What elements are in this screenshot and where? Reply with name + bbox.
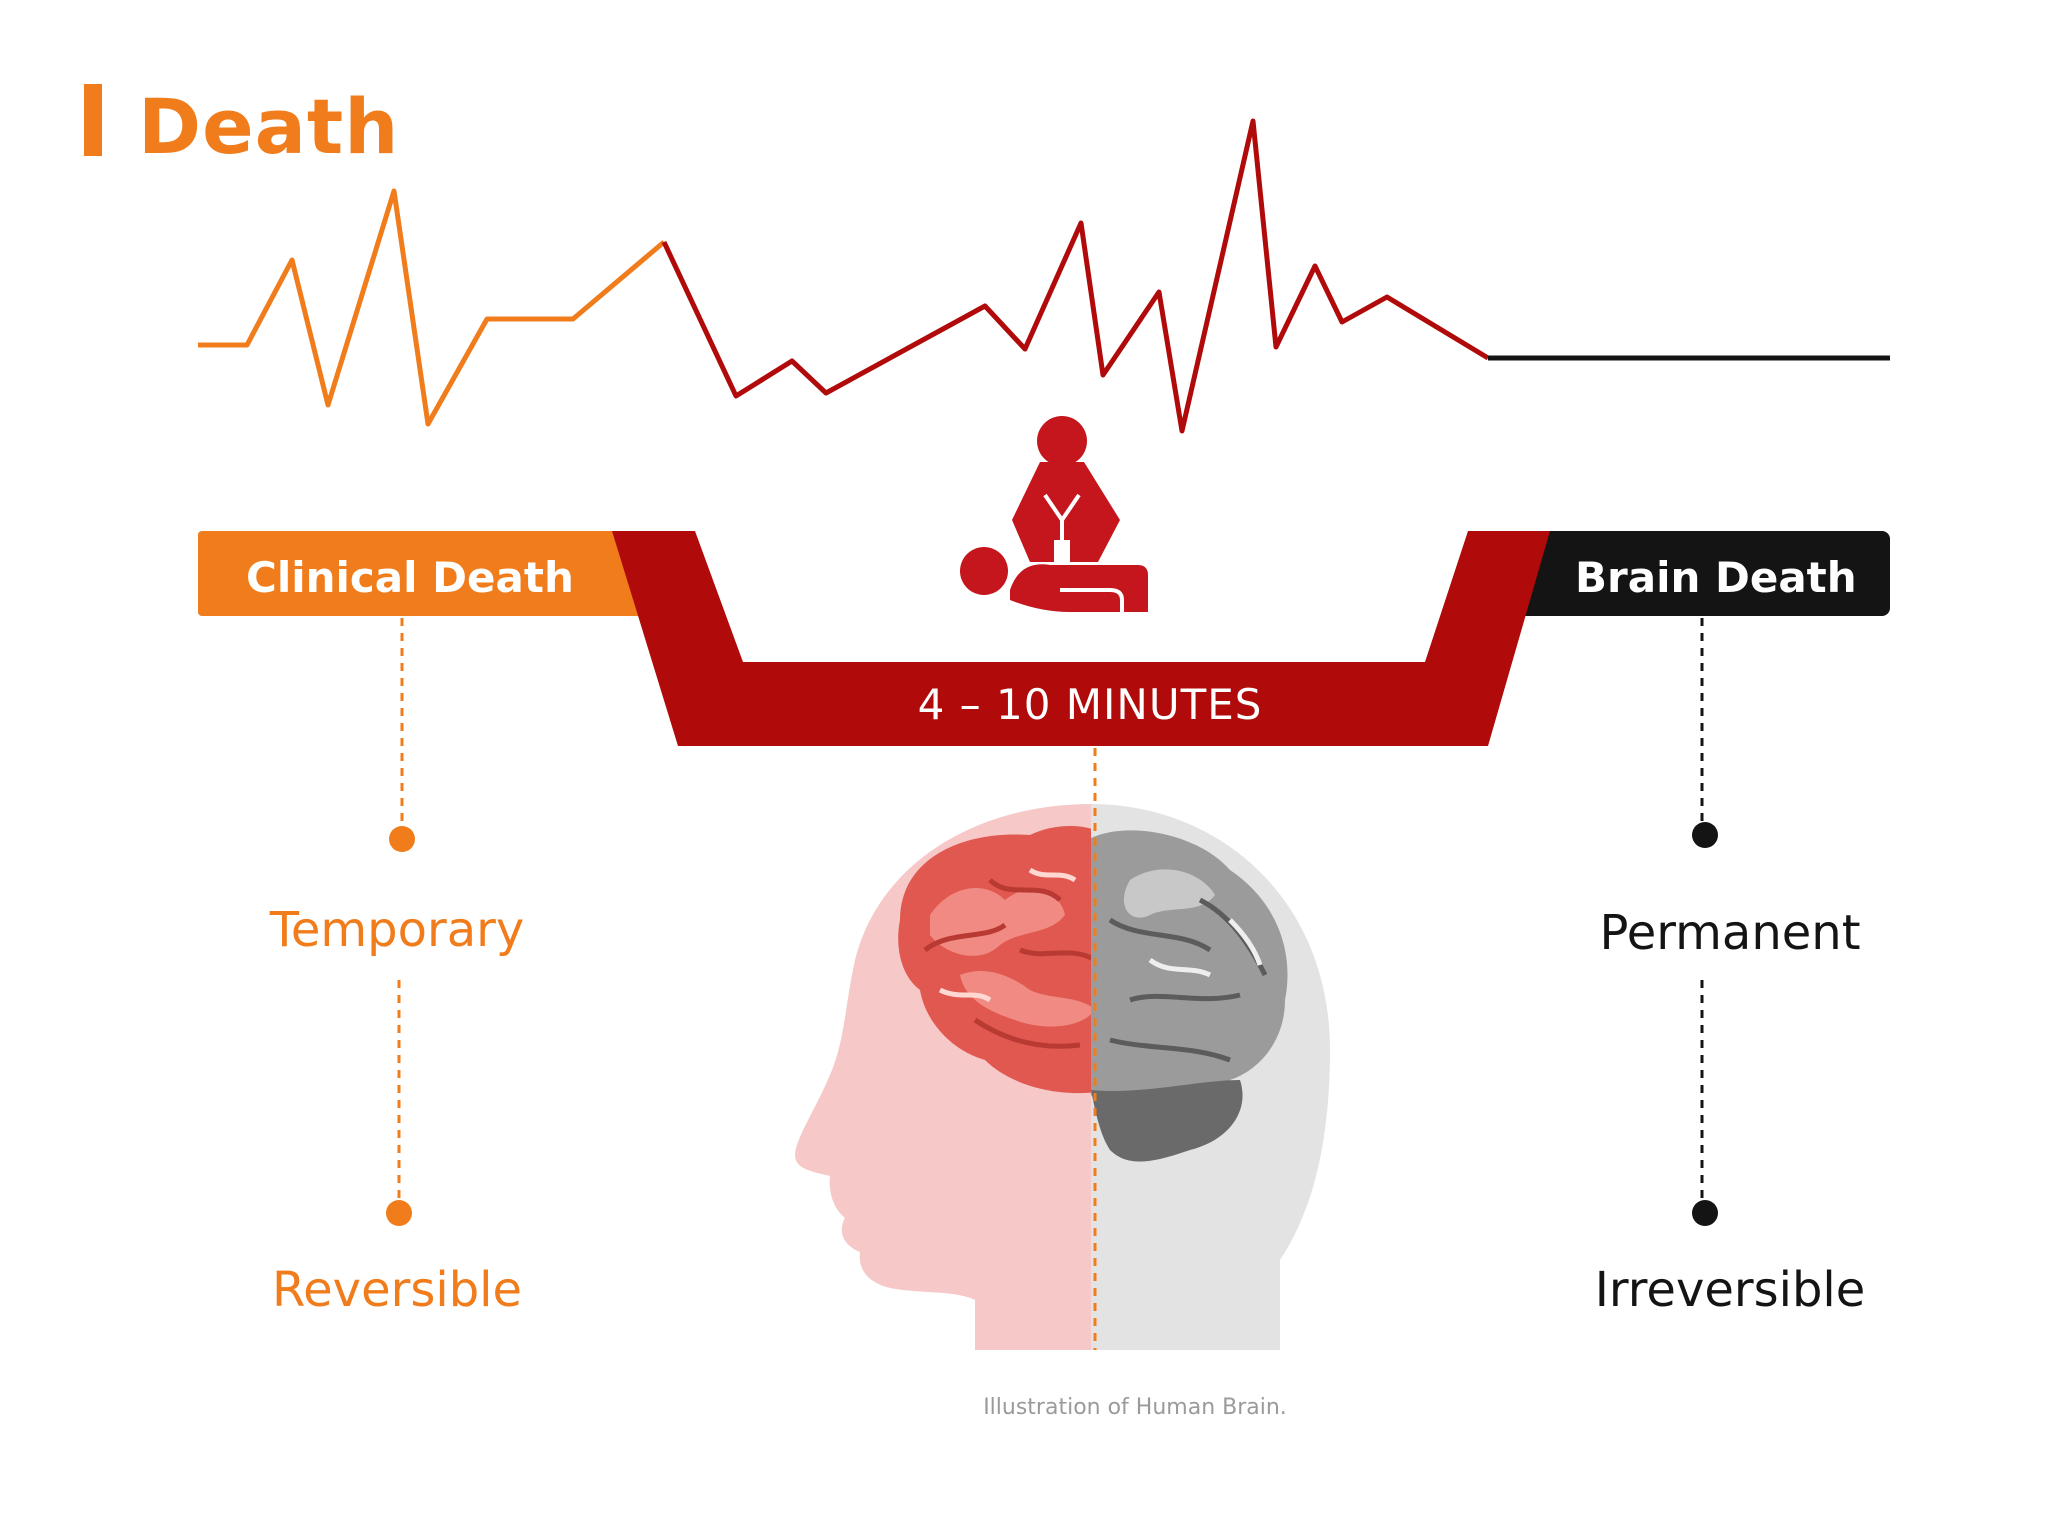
state-permanent: Permanent bbox=[1599, 905, 1861, 961]
page-title: Death bbox=[138, 82, 400, 171]
right-dot-bottom bbox=[1692, 1200, 1718, 1226]
ecg-line-icon bbox=[198, 118, 1890, 434]
ecg-orange-segment bbox=[198, 188, 666, 427]
clinical-death-tab bbox=[198, 531, 642, 616]
brain-death-label: Brain Death bbox=[1575, 553, 1857, 602]
state-temporary: Temporary bbox=[269, 902, 525, 958]
minutes-band bbox=[612, 531, 1550, 746]
state-reversible: Reversible bbox=[271, 1262, 523, 1318]
state-irreversible: Irreversible bbox=[1594, 1262, 1866, 1318]
clinical-death-label: Clinical Death bbox=[246, 553, 574, 602]
ecg-red-segment bbox=[661, 118, 1490, 434]
brain-head-icon bbox=[795, 804, 1330, 1350]
right-dot-top bbox=[1692, 822, 1718, 848]
left-dot-top bbox=[389, 826, 415, 852]
minutes-label: 4 – 10 MINUTES bbox=[917, 680, 1263, 729]
cpr-icon bbox=[960, 416, 1148, 612]
left-dot-bottom bbox=[386, 1200, 412, 1226]
brain-death-tab bbox=[1508, 531, 1890, 616]
illustration-caption: Illustration of Human Brain. bbox=[983, 1395, 1287, 1420]
title-accent-bar bbox=[84, 84, 102, 156]
